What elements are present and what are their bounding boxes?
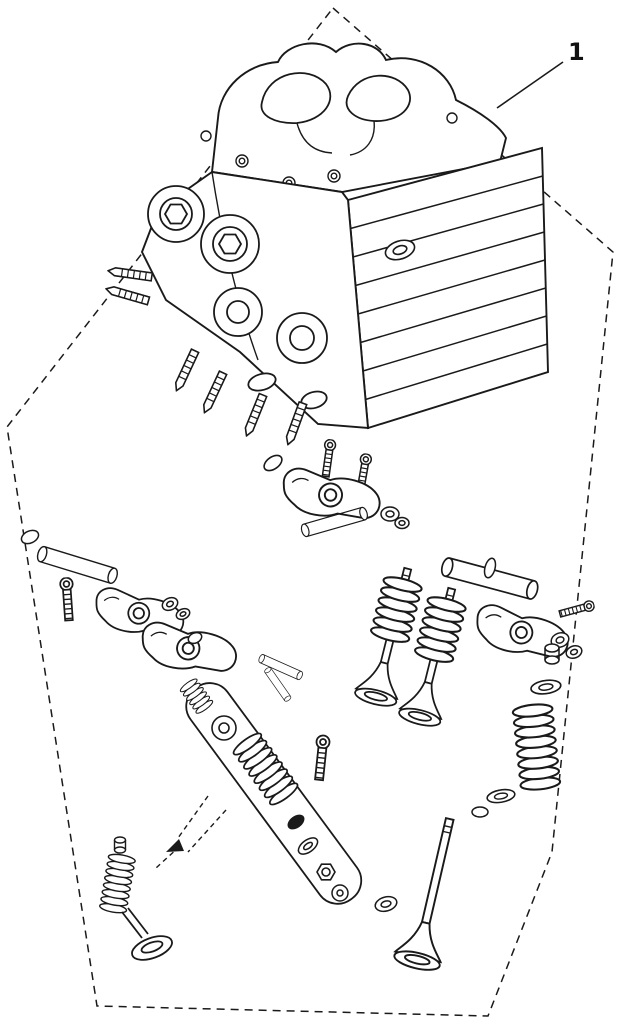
rocker-arm-left-lower <box>135 617 242 683</box>
mount-bolt <box>58 576 77 622</box>
valve-spring <box>368 573 424 646</box>
pointer-arrow <box>155 795 227 869</box>
callout-1-label[interactable]: 1 <box>568 38 585 66</box>
rubber-bush <box>287 814 305 830</box>
o-ring-small <box>187 631 203 645</box>
intake-runner-right <box>345 74 411 122</box>
shaft-collar <box>483 557 497 579</box>
head-stud <box>104 284 151 306</box>
head-stud <box>200 370 228 416</box>
spring-seat-washer <box>529 677 563 697</box>
adjuster-screw <box>319 438 338 478</box>
cam-boss-right <box>200 214 260 274</box>
valve-spring <box>511 701 562 793</box>
cover-bolts <box>200 112 458 190</box>
valvetrain-exploded <box>20 438 597 975</box>
head-stud <box>172 348 200 394</box>
valve-stem-tip <box>113 836 127 854</box>
intake-runner-left <box>260 72 332 124</box>
strip-hole <box>211 715 237 741</box>
adjuster-screw <box>557 599 597 620</box>
strip-washer <box>297 837 319 855</box>
runner-connector-lines <box>296 120 375 156</box>
spark-plug-hole <box>384 239 416 261</box>
cooling-fin-lines <box>350 175 548 401</box>
cam-boss-left <box>147 185 205 243</box>
o-ring-left <box>20 529 40 545</box>
cylinder-head-assembly <box>104 42 549 447</box>
valve-keeper <box>544 643 560 665</box>
valve-spring <box>412 593 468 666</box>
rocker-shaft-left <box>35 544 120 586</box>
head-stud <box>241 392 268 439</box>
head-stud <box>283 401 308 447</box>
boundary-dashed-outline <box>6 6 614 1017</box>
callout-leader-line <box>496 61 564 109</box>
valve-ports <box>213 287 328 410</box>
retainer-pair <box>374 895 398 913</box>
hex-nut <box>316 863 336 881</box>
spring-retainer <box>485 786 517 806</box>
o-ring-pair-right <box>550 631 583 660</box>
o-ring-pair-top <box>380 506 410 530</box>
exhaust-valve <box>391 812 474 975</box>
front-edge-line <box>211 171 259 361</box>
exhaust-valve-left <box>121 907 173 961</box>
valve-guide-tube <box>257 652 305 682</box>
shim-disc <box>263 454 283 472</box>
rocker-arm-top <box>276 462 385 531</box>
mount-bolt <box>311 733 332 782</box>
end-cap <box>331 884 349 902</box>
pivot-pin <box>263 665 293 703</box>
spring-seat <box>471 806 489 818</box>
o-ring-pair-left <box>161 596 191 621</box>
compressed-valve-spring <box>98 851 137 916</box>
